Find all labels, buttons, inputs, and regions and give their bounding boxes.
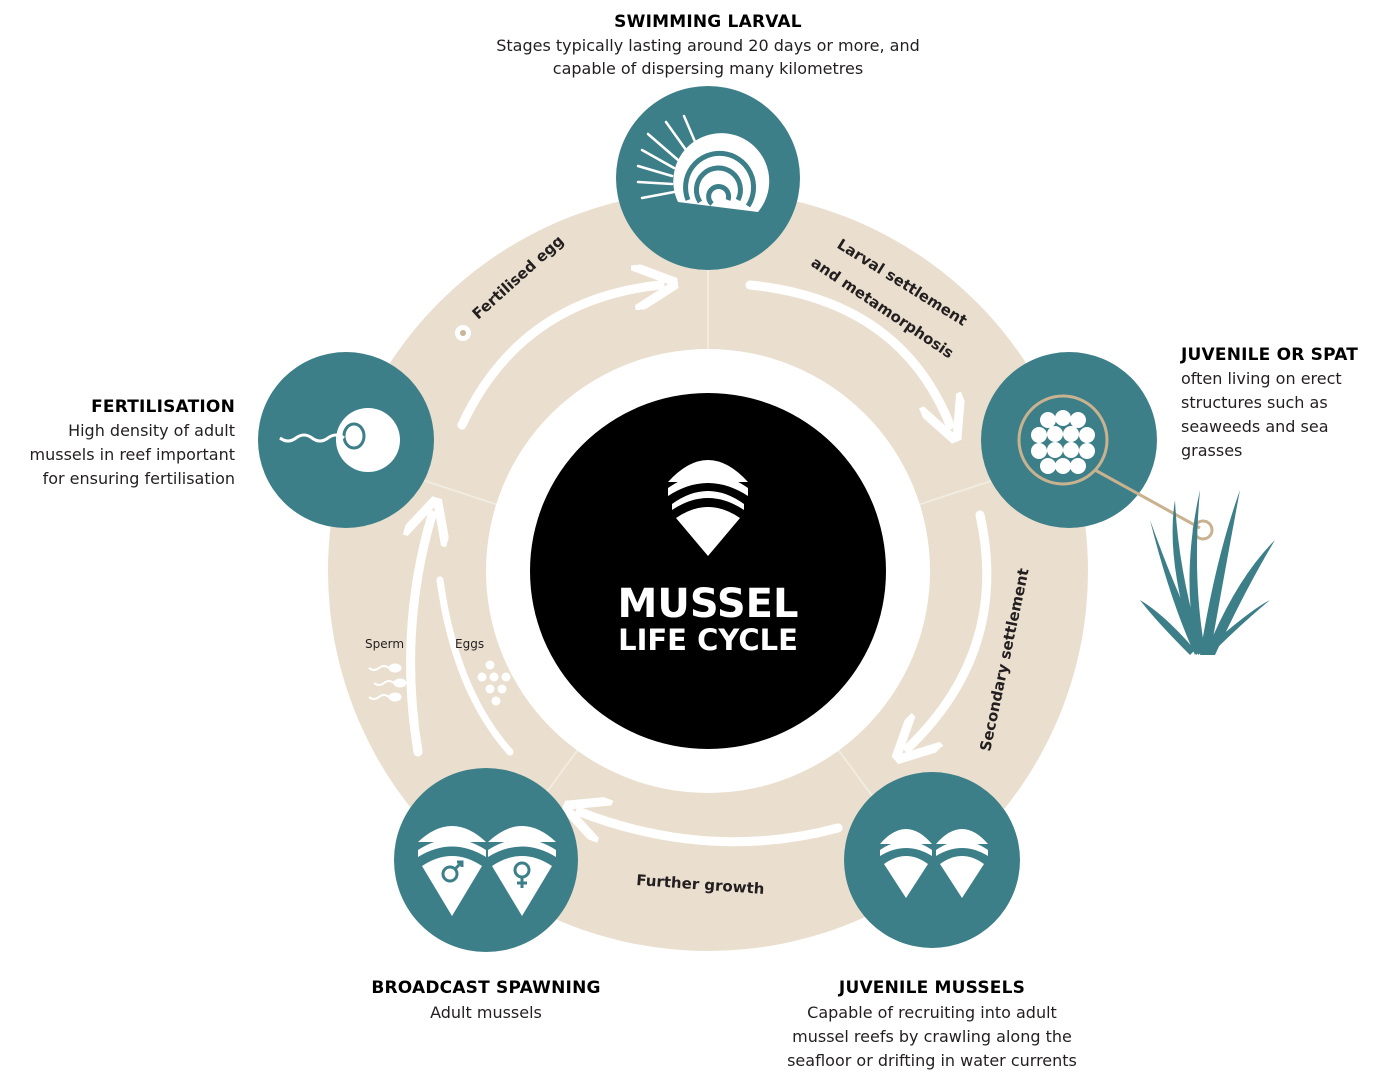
desc-swimming-larval-1: Stages typically lasting around 20 days … bbox=[496, 36, 920, 55]
center-subtitle: LIFE CYCLE bbox=[618, 623, 798, 657]
larva-icon bbox=[636, 114, 770, 212]
title-swimming-larval: SWIMMING LARVAL bbox=[614, 12, 802, 32]
arrow-secondary-settlement bbox=[908, 510, 992, 748]
arrow-further-growth bbox=[580, 812, 843, 847]
seaweed-icon bbox=[1140, 490, 1275, 655]
desc-fertilisation-3: for ensuring fertilisation bbox=[43, 469, 235, 488]
center-disc bbox=[530, 393, 886, 749]
title-juvenile-mussels: JUVENILE MUSSELS bbox=[838, 978, 1025, 998]
fertilised-egg-dot bbox=[455, 325, 471, 341]
sperm-icon bbox=[368, 663, 407, 702]
desc-swimming-larval-2: capable of dispersing many kilometres bbox=[553, 59, 863, 78]
arrow-larval-settlement bbox=[745, 280, 950, 425]
mussel-icon bbox=[668, 460, 748, 556]
desc-juvenile-spat-1: often living on erect bbox=[1181, 369, 1342, 388]
center-title: MUSSEL bbox=[618, 581, 799, 627]
title-fertilisation: FERTILISATION bbox=[91, 397, 235, 417]
desc-juvenile-spat-3: seaweeds and sea bbox=[1181, 417, 1329, 436]
two-mussels-icon bbox=[880, 829, 988, 898]
desc-juvenile-spat-4: grasses bbox=[1181, 441, 1242, 460]
label-sperm: Sperm bbox=[365, 637, 404, 651]
stage-circle-broadcast-spawning bbox=[394, 768, 578, 952]
desc-fertilisation-2: mussels in reef important bbox=[30, 445, 235, 464]
title-broadcast-spawning: BROADCAST SPAWNING bbox=[371, 978, 600, 998]
arrow-fertilised-egg bbox=[457, 285, 660, 430]
desc-juvenile-mussels-1: Capable of recruiting into adult bbox=[807, 1003, 1057, 1022]
desc-broadcast-spawning-1: Adult mussels bbox=[430, 1003, 542, 1022]
stage-circle-juvenile-mussels bbox=[844, 772, 1020, 948]
desc-juvenile-mussels-3: seafloor or drifting in water currents bbox=[787, 1051, 1077, 1070]
desc-juvenile-mussels-2: mussel reefs by crawling along the bbox=[792, 1027, 1072, 1046]
desc-juvenile-spat-2: structures such as bbox=[1181, 393, 1328, 412]
title-juvenile-spat: JUVENILE OR SPAT bbox=[1180, 345, 1358, 365]
arrow-eggs-up bbox=[436, 576, 514, 756]
arrow-spawning-up bbox=[411, 515, 432, 757]
spat-cluster-icon bbox=[1017, 394, 1109, 486]
eggs-icon bbox=[477, 660, 511, 706]
sperm-egg-icon bbox=[279, 408, 400, 472]
label-eggs: Eggs bbox=[455, 637, 484, 651]
male-female-mussels-icon bbox=[418, 826, 556, 916]
desc-fertilisation-1: High density of adult bbox=[68, 421, 235, 440]
lens-connector bbox=[1094, 468, 1201, 530]
